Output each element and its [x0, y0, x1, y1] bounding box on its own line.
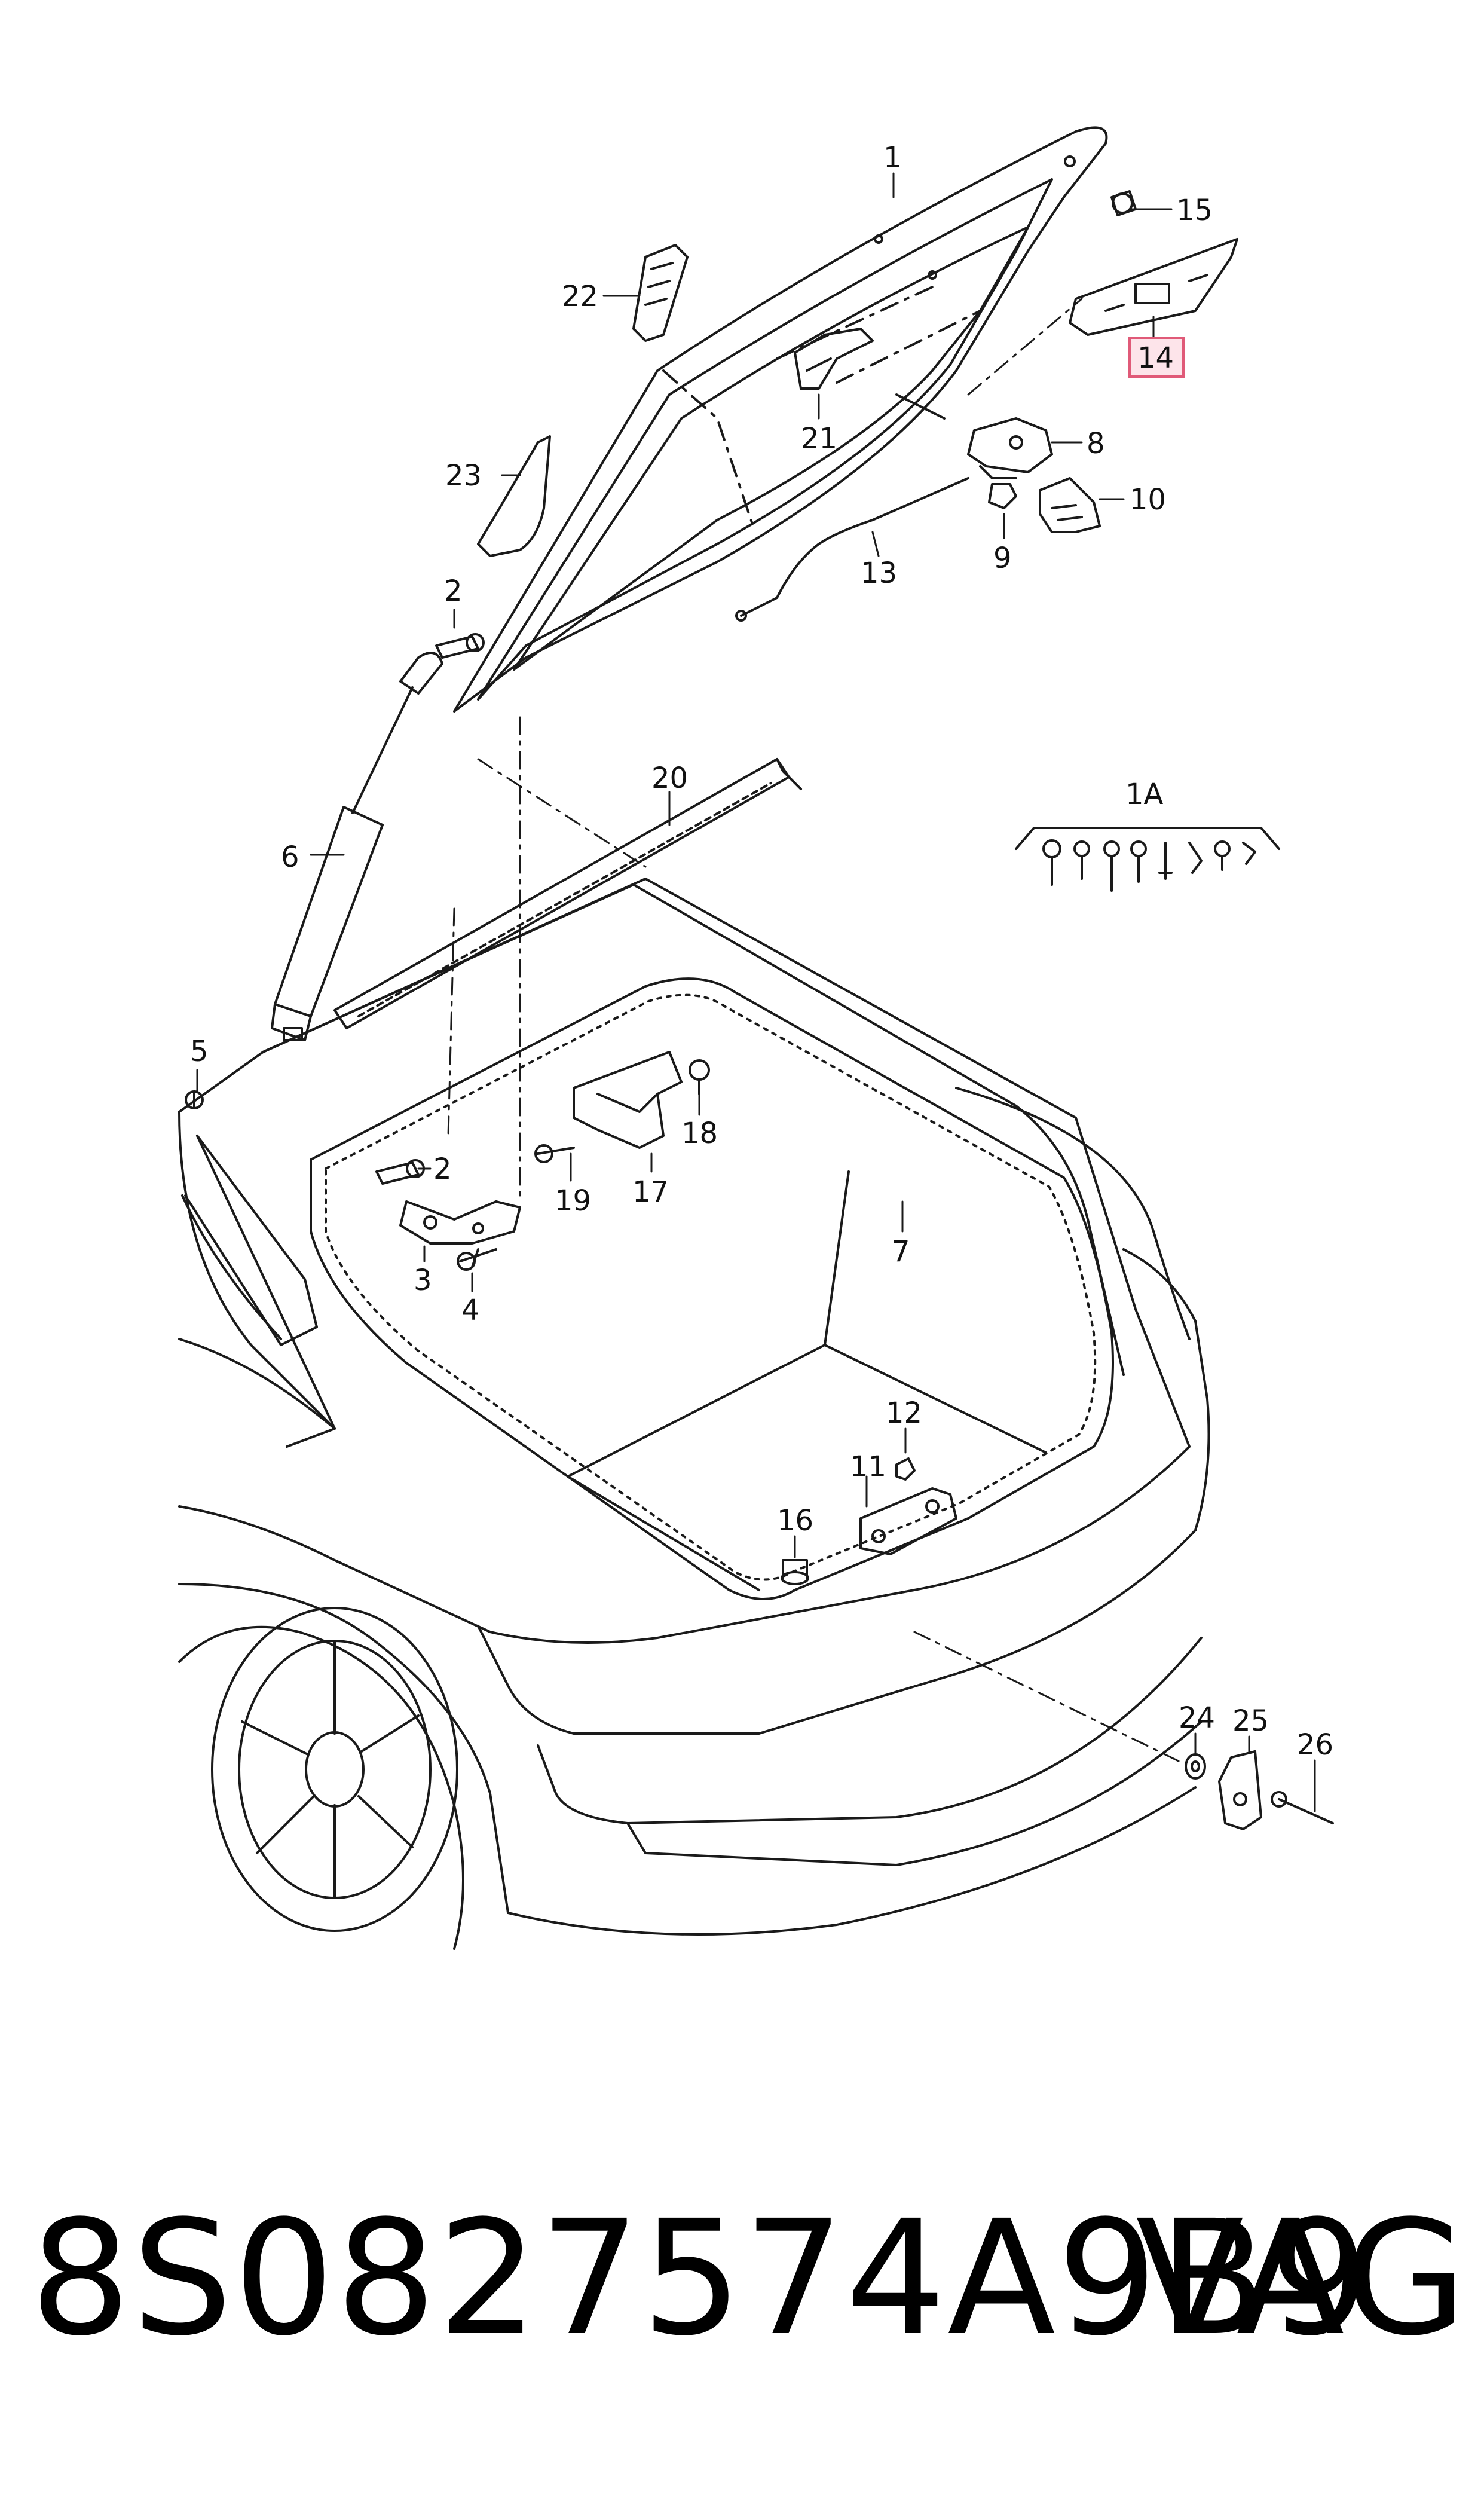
- buffer-16: [781, 1559, 809, 1585]
- callout-7: 7: [892, 1235, 910, 1268]
- callout-9: 9: [993, 542, 1012, 575]
- striker-cover-10: [1039, 477, 1101, 533]
- callout-15: 15: [1176, 194, 1213, 227]
- bulb-15: [1110, 190, 1137, 216]
- screw-18: [689, 1059, 710, 1095]
- callout-11: 11: [850, 1450, 886, 1484]
- callout-2: 2: [433, 1152, 452, 1186]
- callout-20: 20: [651, 762, 688, 795]
- ball-stud-2-upper: [435, 633, 485, 659]
- pin-26: [1271, 1791, 1334, 1824]
- part-number: 8S0827574A9B9: [30, 2187, 1371, 2371]
- washer-24: [1185, 1753, 1206, 1780]
- callout-17: 17: [632, 1175, 669, 1209]
- ball-stud-2-lower: [375, 1159, 425, 1185]
- callout-13: 13: [861, 557, 897, 590]
- car-body: [178, 878, 1210, 1950]
- callout-10: 10: [1130, 483, 1166, 516]
- callout-1: 1: [883, 141, 902, 175]
- screw-4: [457, 1248, 497, 1271]
- callout-26: 26: [1297, 1728, 1333, 1762]
- nut-12: [895, 1457, 916, 1481]
- brand-name: VAG: [1136, 2187, 1470, 2371]
- callout-labels: 1 1A 2 2 3 4 5 6 7 8 9 10 11 12 13 14 15…: [190, 141, 1333, 1762]
- callout-3: 3: [414, 1264, 432, 1297]
- callout-6: 6: [281, 840, 299, 874]
- callout-5: 5: [190, 1035, 209, 1068]
- screw-5: [185, 1090, 204, 1109]
- callout-19: 19: [555, 1184, 591, 1218]
- callout-12: 12: [886, 1396, 922, 1430]
- callout-8: 8: [1087, 427, 1105, 460]
- trunk-lid-1: [453, 126, 1108, 713]
- callout-25: 25: [1232, 1704, 1269, 1738]
- bracket-17: [573, 1051, 683, 1149]
- callout-14: 14: [1137, 341, 1174, 375]
- callout-4: 4: [461, 1294, 480, 1327]
- footer: 8S0827574A9B9 VAG: [0, 2176, 1484, 2379]
- callout-23: 23: [445, 459, 482, 493]
- latch-8: [967, 417, 1053, 479]
- cover-22: [632, 244, 689, 342]
- seal-strip-20: [333, 758, 802, 1029]
- bracket-25: [1218, 1750, 1262, 1830]
- callout-16: 16: [777, 1504, 813, 1537]
- callout-14-highlight: [1128, 337, 1185, 378]
- trunk-seal-7: [310, 977, 1114, 1600]
- bracket-21: [794, 328, 874, 390]
- hinge-3: [399, 1200, 521, 1245]
- callout-1a: 1A: [1125, 778, 1164, 811]
- lock-striker-11: [859, 1487, 957, 1555]
- callout-2: 2: [444, 574, 463, 608]
- trim-panel-23: [477, 435, 551, 557]
- callout-22: 22: [562, 280, 598, 313]
- cable-13: [735, 477, 969, 622]
- callout-21: 21: [801, 422, 837, 455]
- fastener-set-1a: [1015, 827, 1280, 892]
- nut-9: [988, 483, 1017, 509]
- leader-lines: [196, 172, 1316, 1812]
- gas-strut-6: [271, 652, 443, 1041]
- callout-18: 18: [681, 1117, 718, 1150]
- handle-garnish-14: [1069, 238, 1238, 336]
- screw-19: [534, 1144, 575, 1163]
- callout-24: 24: [1179, 1701, 1215, 1735]
